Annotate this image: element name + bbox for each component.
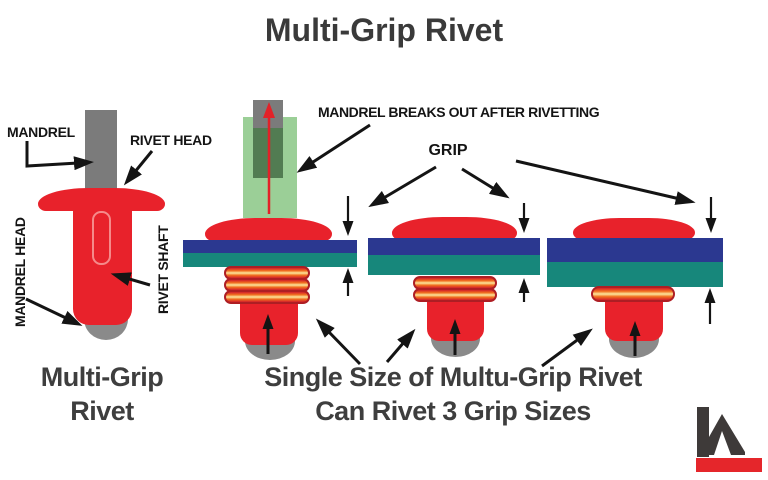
rivet-shaft-label: RIVET SHAFT [155, 225, 171, 314]
grip-pointer-arrow-right [515, 159, 696, 205]
page-title: Multi-Grip Rivet [264, 12, 504, 48]
rivet-head-dome [205, 218, 332, 241]
mandrel-stem [85, 110, 117, 190]
plate-top-blue [368, 238, 540, 255]
bulge-ring [413, 288, 497, 302]
right-caption-line1: Single Size of Multu-Grip Rivet [264, 362, 642, 392]
brand-logo-underline [696, 458, 762, 472]
mandrel-label: MANDREL [7, 124, 75, 140]
bulge-ring [224, 290, 310, 304]
rivet-tail [605, 301, 663, 341]
bulge-ring [591, 286, 675, 302]
plate-bottom-teal [183, 253, 357, 267]
plate-bottom-teal [368, 255, 540, 275]
broken-mandrel-stub [253, 100, 283, 128]
rivet-head-dome [38, 188, 165, 211]
mandrel-pointer-arrow [25, 141, 94, 171]
rivet-head-label: RIVET HEAD [130, 132, 212, 148]
plate-top-blue [183, 240, 357, 253]
mandrel-breaks-annotation: MANDREL BREAKS OUT AFTER RIVETTING [318, 104, 600, 120]
plate-bottom-teal [547, 262, 723, 287]
rivet-tail [240, 302, 298, 345]
rivet-tail [427, 300, 484, 341]
left-caption-line1: Multi-Grip [40, 362, 164, 392]
caption-pointer-arrow-1 [315, 318, 362, 366]
plate-top-blue [547, 238, 723, 262]
brand-logo-bar [697, 407, 709, 457]
brand-logo-notch [714, 431, 731, 455]
mandrel-breaks-pointer-arrow [296, 123, 371, 173]
brand-logo [696, 407, 762, 472]
caption-pointer-arrow-2 [385, 328, 416, 363]
rivet-shaft-body [73, 210, 132, 325]
mandrel-slot-outline [92, 211, 111, 265]
grip-annotation: GRIP [428, 142, 468, 159]
rivet-head-pointer-arrow [123, 150, 154, 186]
grip-pointer-arrow-left [368, 165, 437, 208]
rivet-head-dome [573, 218, 695, 239]
mandrel-head-pointer-arrow [25, 297, 83, 326]
mandrel-head-label: MANDREL HEAD [12, 217, 28, 327]
right-caption-line2: Can Rivet 3 Grip Sizes [315, 396, 591, 426]
rivet-head-dome [392, 217, 517, 240]
grip-pointer-arrow-middle [461, 167, 510, 199]
mandrel-sleeve-inner [253, 128, 283, 178]
left-caption-line2: Rivet [70, 396, 134, 426]
